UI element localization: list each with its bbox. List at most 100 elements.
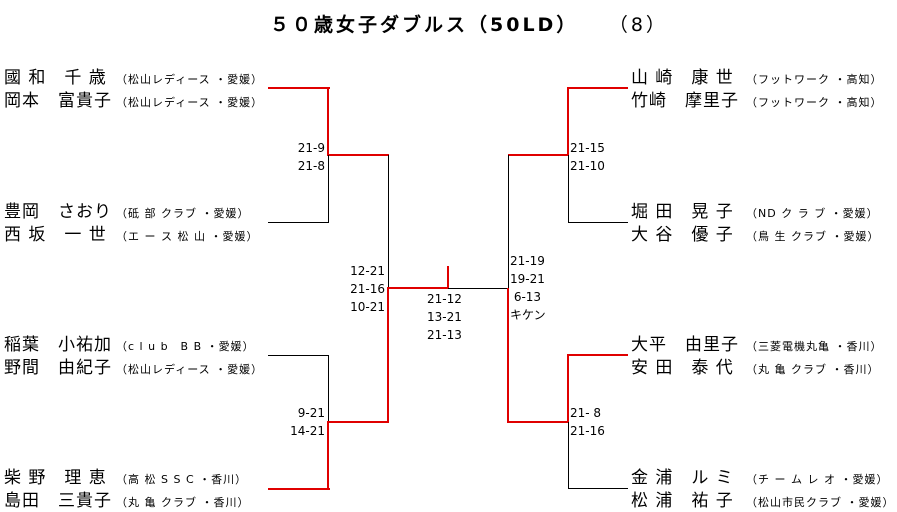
game-score: 21-9 [297, 141, 325, 155]
score-left-semi: 12-21 21-16 10-21 [350, 262, 385, 316]
retired-label: キケン [510, 308, 546, 322]
score-right-r1-top: 21-15 21-10 [570, 139, 605, 175]
game-score: 10-21 [350, 300, 385, 314]
game-score: 21-10 [570, 159, 605, 173]
player-team: （丸 亀 クラブ ・香川） [746, 363, 880, 376]
score-left-r1-top: 21-9 21-8 [298, 139, 325, 175]
player-team: （砥 部 クラブ ・愛媛） [116, 207, 250, 220]
bracket-line [567, 87, 628, 89]
player-name: 國 和 千 歳 [4, 68, 107, 88]
right-entry-3-player-2: 安 田 泰 代 （丸 亀 クラブ ・香川） [631, 356, 880, 379]
player-name: 柴 野 理 恵 [4, 468, 107, 488]
player-team: （松山レディース ・愛媛） [116, 96, 264, 109]
right-entry-1-player-1: 山 崎 康 世 （フットワーク ・高知） [631, 66, 883, 89]
player-team: （フットワーク ・高知） [746, 96, 883, 109]
game-score: 12-21 [350, 264, 385, 278]
player-team: （丸 亀 クラブ ・香川） [116, 496, 250, 509]
right-entry-2-player-1: 堀 田 晃 子（ND ク ラ ブ ・愛媛） [631, 200, 879, 223]
left-entry-1-player-1: 國 和 千 歳 （松山レディース ・愛媛） [4, 66, 263, 89]
player-name: 稲葉 小祐加 [4, 335, 112, 355]
game-score: 21-16 [350, 282, 385, 296]
player-team: （フットワーク ・高知） [746, 73, 883, 86]
bracket-line [327, 154, 389, 156]
player-name: 豊岡 さおり [4, 202, 112, 222]
bracket-line [568, 222, 628, 223]
player-team: （高 松 S S C ・香川） [116, 473, 248, 486]
player-name: 金 浦 ル ミ [631, 468, 734, 488]
player-name: 野間 由紀子 [4, 358, 112, 378]
bracket-line [328, 355, 329, 422]
bracket-line [567, 354, 628, 356]
bracket-line [327, 421, 389, 423]
game-score: 21-19 [510, 254, 545, 268]
right-entry-2-player-2: 大 谷 優 子 （鳥 生 クラブ ・愛媛） [631, 223, 880, 246]
score-final: 21-12 13-21 21-13 [427, 290, 462, 344]
bracket-line [268, 222, 329, 223]
player-name: 島田 三貴子 [4, 491, 112, 511]
left-entry-2-player-2: 西 坂 一 世 （エ ー ス 松 山 ・愛媛） [4, 223, 258, 246]
bracket-line [268, 87, 330, 89]
game-score: 21-13 [427, 328, 462, 342]
bracket-line [568, 488, 628, 489]
left-entry-4-player-2: 島田 三貴子 （丸 亀 クラブ ・香川） [4, 489, 250, 512]
game-score: 13-21 [427, 310, 462, 324]
champion-marker [447, 266, 449, 289]
bracket-line [507, 288, 509, 423]
game-score: 6-13 [510, 290, 542, 304]
bracket-line [568, 422, 569, 489]
right-entry-4-player-2: 松 浦 祐 子（松山市民クラブ ・愛媛） [631, 489, 895, 512]
right-entry-4-player-1: 金 浦 ル ミ （チ ー ム レ オ ・愛媛） [631, 466, 888, 489]
player-name: 西 坂 一 世 [4, 225, 107, 245]
game-score: 21-12 [427, 292, 462, 306]
game-score: 21-15 [570, 141, 605, 155]
bracket-line [567, 87, 569, 156]
bracket-line [567, 354, 569, 423]
player-team: （ND ク ラ ブ ・愛媛） [746, 207, 879, 220]
left-entry-1-player-2: 岡本 富貴子 （松山レディース ・愛媛） [4, 89, 263, 112]
player-team: （チ ー ム レ オ ・愛媛） [746, 473, 889, 486]
bracket-line [387, 287, 389, 423]
player-team: （三菱電機丸亀 ・香川） [746, 340, 883, 353]
game-score: 9-21 [297, 406, 325, 420]
game-score: 14-21 [290, 424, 325, 438]
final-line [387, 287, 449, 289]
player-name: 大平 由里子 [631, 335, 739, 355]
bracket-line [268, 488, 330, 490]
event-title: ５０歳女子ダブルス（50LD） [270, 14, 579, 36]
left-entry-4-player-1: 柴 野 理 恵 （高 松 S S C ・香川） [4, 466, 247, 489]
game-score: 19-21 [510, 272, 545, 286]
right-entry-1-player-2: 竹崎 摩里子 （フットワーク ・高知） [631, 89, 883, 112]
right-entry-3-player-1: 大平 由里子 （三菱電機丸亀 ・香川） [631, 333, 883, 356]
page-title: ５０歳女子ダブルス（50LD） （8） [270, 10, 668, 37]
player-name: 大 谷 優 子 [631, 225, 734, 245]
player-team: （松山レディース ・愛媛） [116, 363, 264, 376]
bracket-line [508, 155, 509, 288]
score-right-r1-bottom: 21- 8 21-16 [570, 404, 605, 440]
bracket-line [328, 155, 329, 223]
bracket-line [508, 154, 569, 156]
left-entry-3-player-2: 野間 由紀子 （松山レディース ・愛媛） [4, 356, 263, 379]
player-name: 竹崎 摩里子 [631, 91, 739, 111]
draw-size: （8） [618, 14, 668, 36]
final-line [448, 288, 509, 289]
player-name: 松 浦 祐 子 [631, 491, 734, 511]
player-name: 安 田 泰 代 [631, 358, 734, 378]
player-name: 岡本 富貴子 [4, 91, 112, 111]
bracket-line [327, 87, 329, 156]
bracket-line [388, 155, 389, 288]
player-team: （エ ー ス 松 山 ・愛媛） [116, 230, 259, 243]
player-team: （c l u b B B ・愛媛） [116, 340, 255, 353]
game-score: 21-8 [297, 159, 325, 173]
bracket-line [568, 155, 569, 223]
score-left-r1-bottom: 9-21 14-21 [290, 404, 325, 440]
bracket-line [507, 421, 569, 423]
left-entry-3-player-1: 稲葉 小祐加 （c l u b B B ・愛媛） [4, 333, 255, 356]
player-team: （松山レディース ・愛媛） [116, 73, 264, 86]
bracket-line [268, 355, 329, 356]
game-score: 21-16 [570, 424, 605, 438]
game-score: 21- 8 [570, 406, 602, 420]
player-team: （鳥 生 クラブ ・愛媛） [746, 230, 880, 243]
bracket-line [327, 421, 329, 490]
player-name: 山 崎 康 世 [631, 68, 734, 88]
